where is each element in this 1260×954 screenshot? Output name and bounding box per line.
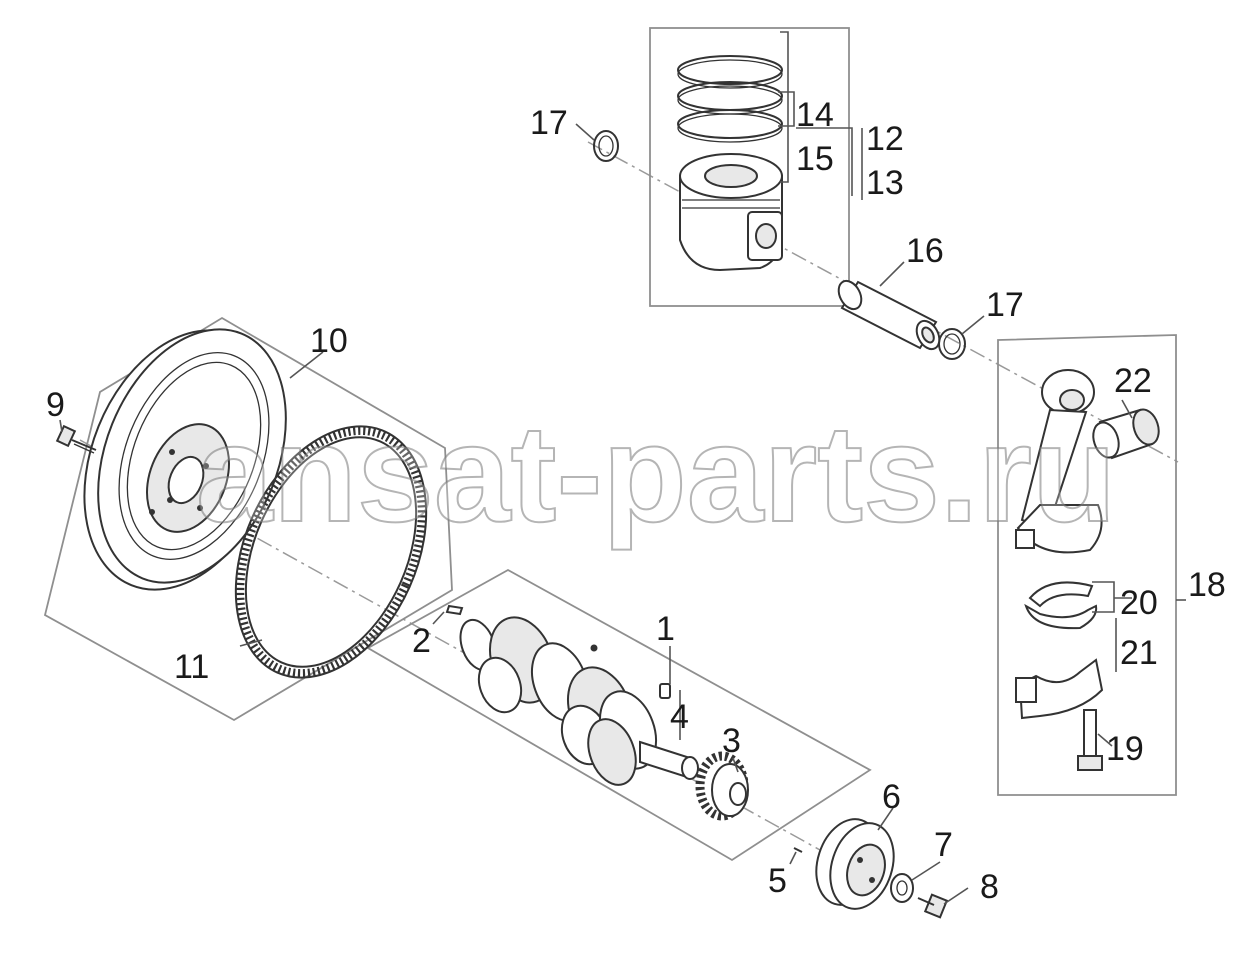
pulley-bolt-part	[917, 893, 949, 919]
washer-part	[890, 873, 914, 903]
callout-8: 8	[980, 868, 999, 906]
piston-part	[679, 153, 783, 272]
callout-9: 9	[46, 386, 65, 424]
watermark-text: ansat-parts.ru	[196, 397, 1116, 551]
callout-15: 15	[796, 140, 834, 178]
callout-12: 12	[866, 120, 904, 158]
flywheel-part	[83, 328, 287, 591]
callout-17-lower: 17	[986, 286, 1024, 324]
callout-13: 13	[866, 164, 904, 202]
ring-gear-part	[234, 425, 428, 679]
callout-1: 1	[656, 610, 675, 648]
connecting-rod-part	[1015, 369, 1103, 554]
callout-2: 2	[412, 622, 431, 660]
callout-17-upper: 17	[530, 104, 568, 142]
callout-21: 21	[1120, 634, 1158, 672]
flywheel-group-frame	[43, 316, 453, 722]
crankshaft-group-frame	[366, 568, 872, 862]
flywheel-bolt-part	[55, 424, 97, 454]
callout-14: 14	[796, 96, 834, 134]
leader-lines	[59, 31, 1186, 905]
callout-6: 6	[882, 778, 901, 816]
callout-18: 18	[1188, 566, 1226, 604]
callout-4: 4	[670, 698, 689, 736]
key-part	[659, 683, 671, 699]
callout-16: 16	[906, 232, 944, 270]
bearing-shells-part	[1024, 581, 1098, 630]
callout-7: 7	[934, 826, 953, 864]
callout-5: 5	[768, 862, 787, 900]
group-frames	[43, 27, 1177, 862]
small-end-bushing-part	[1092, 408, 1160, 460]
rod-bolt-part	[1077, 709, 1103, 771]
callout-20: 20	[1120, 584, 1158, 622]
callout-3: 3	[722, 722, 741, 760]
piston-rings-part	[677, 55, 783, 143]
piston-pin-part	[837, 279, 941, 351]
crankshaft-part	[459, 616, 699, 786]
rod-cap-part	[1015, 658, 1104, 720]
circlip-part	[593, 130, 619, 162]
dowel-pin-part	[445, 604, 464, 616]
connecting-rod-group-frame	[997, 334, 1177, 796]
callout-11: 11	[174, 648, 209, 686]
crankshaft-gear-part	[695, 751, 749, 821]
small-key-part	[793, 847, 803, 853]
piston-group-frame	[649, 27, 850, 307]
callout-19: 19	[1106, 730, 1144, 768]
callout-22: 22	[1114, 362, 1152, 400]
circlip-part	[938, 328, 966, 360]
callout-10: 10	[310, 322, 348, 360]
crankshaft-pulley-part	[815, 818, 895, 910]
callout-numbers: 10 9 11 2 1 4 3 5 6 7 8 17 14 15 12 13 1…	[46, 96, 1226, 906]
